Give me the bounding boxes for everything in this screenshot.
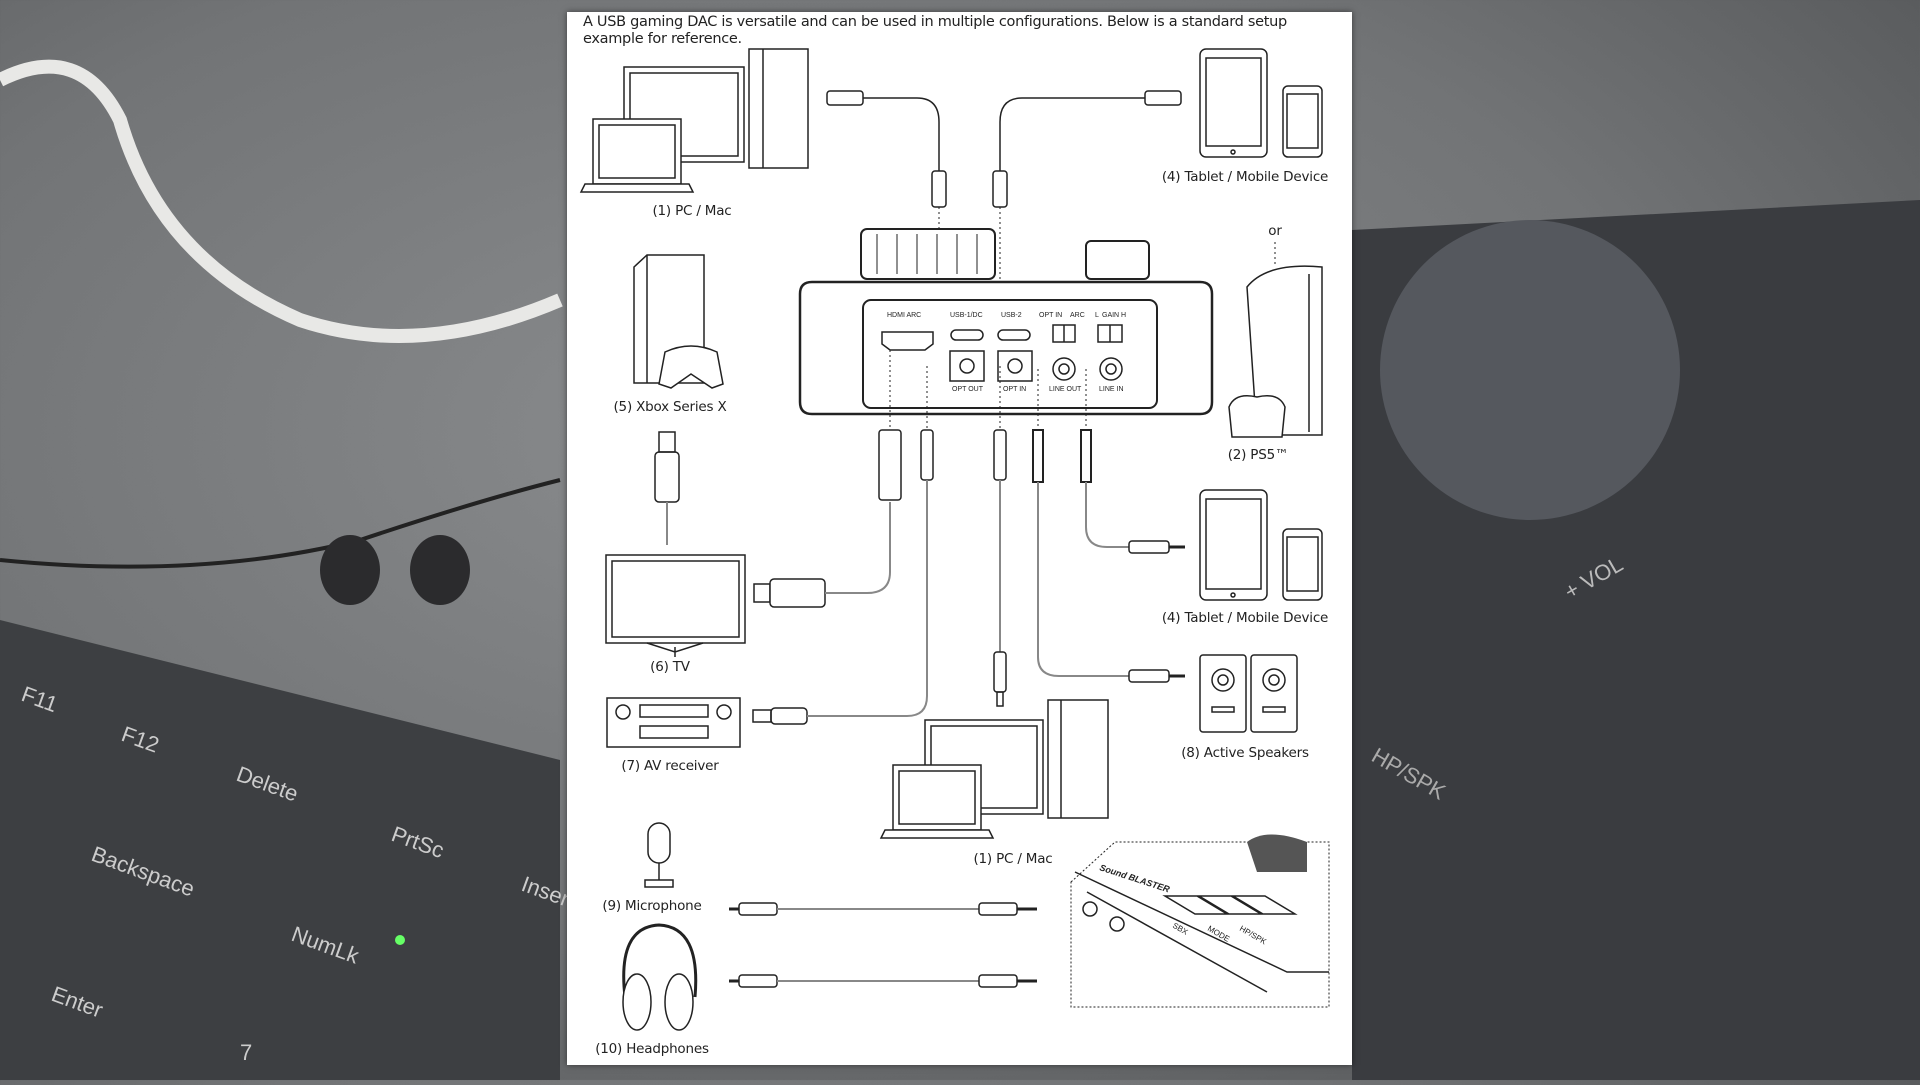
microphone-cable (729, 902, 1037, 916)
tablet-mobile-icon-mid (1199, 489, 1323, 601)
connection-diagram: HDMI ARC USB-1/DC USB-2 OPT IN ARC L GAI… (579, 48, 1330, 1031)
port-label-opt-out: OPT OUT (952, 386, 984, 393)
line-out-cable (1037, 482, 1185, 683)
intro-text: A USB gaming DAC is versatile and can be… (583, 14, 1287, 47)
optical-cable-pc (993, 480, 1007, 707)
switch-label-gain-h: H (1121, 312, 1126, 319)
port-label-line-out: LINE OUT (1049, 386, 1082, 393)
microphone-icon (644, 822, 674, 888)
label-or: or (1268, 223, 1282, 239)
usb1-port (950, 329, 984, 341)
opt-out-port (949, 350, 985, 382)
switch-label-arc: ARC (1070, 312, 1085, 319)
volume-knob-photo (1380, 220, 1680, 520)
switch-label-opt-in: OPT IN (1039, 312, 1062, 319)
tv-icon (605, 554, 746, 657)
usb-dac-device (798, 228, 1214, 416)
inset-brand-logo: Sound BLASTER (1098, 862, 1171, 894)
headphones-icon (622, 923, 698, 1031)
label-av-receiver: (7) AV receiver (621, 758, 719, 774)
port-label-usb1: USB-1/DC (950, 312, 983, 319)
inset-label-mode: MODE (1206, 924, 1231, 944)
key-7: 7 (240, 1040, 252, 1065)
switch-label-gain: GAIN (1102, 312, 1119, 319)
inset-label-sbx: SBX (1171, 921, 1190, 937)
headphones-cable (729, 974, 1037, 988)
label-tablet-top: (4) Tablet / Mobile Device (1161, 169, 1329, 185)
label-active-speakers: (8) Active Speakers (1181, 745, 1309, 761)
line-in-cable (1085, 482, 1185, 554)
label-ps5: (2) PS5™ (1227, 447, 1289, 463)
ps5-icon (1228, 265, 1323, 438)
switch-label-gain-l: L (1095, 312, 1099, 319)
port-guide-lines (889, 350, 1087, 430)
optical-plug-out (920, 429, 934, 481)
label-pc-mac-bottom: (1) PC / Mac (973, 851, 1053, 867)
usb2-port (997, 329, 1031, 341)
label-pc-mac-top: (1) PC / Mac (652, 203, 732, 219)
keyboard (0, 620, 560, 1080)
document-page: A USB gaming DAC is versatile and can be… (567, 12, 1352, 1065)
label-microphone: (9) Microphone (602, 898, 702, 914)
port-label-usb2: USB-2 (1001, 312, 1022, 319)
numlock-led (395, 935, 405, 945)
optical-plug-in (993, 429, 1007, 481)
jack-line-out (1032, 429, 1044, 483)
av-receiver-icon (606, 697, 741, 748)
port-label-hdmi-arc: HDMI ARC (887, 312, 921, 319)
white-cable (0, 59, 563, 343)
label-xbox: (5) Xbox Series X (613, 399, 727, 415)
inset-label-hp-spk: HP/SPK (1238, 924, 1268, 947)
hdmi-plug (878, 429, 902, 501)
earbud-right (410, 535, 470, 605)
opt-in-port (997, 350, 1033, 382)
port-label-line-in: LINE IN (1099, 386, 1124, 393)
optical-cable-av (752, 480, 928, 725)
dac-front-inset: Sound BLASTER SBX MODE HP/SPK (1070, 834, 1330, 1008)
line-in-port (1099, 357, 1123, 381)
line-out-port (1052, 357, 1076, 381)
xbox-series-x-icon (633, 254, 724, 389)
hdmi-arc-port (881, 331, 934, 351)
jack-line-in (1080, 429, 1092, 483)
pc-mac-icon-top (579, 48, 809, 193)
port-label-opt-in: OPT IN (1003, 386, 1026, 393)
active-speakers-icon (1199, 654, 1298, 733)
hdmi-cable-xbox (654, 431, 680, 545)
earbud-left (320, 535, 380, 605)
usb-cable-right (992, 90, 1182, 330)
hdmi-cable-tv (753, 502, 891, 608)
label-headphones: (10) Headphones (595, 1041, 709, 1057)
label-tablet-mid: (4) Tablet / Mobile Device (1161, 610, 1329, 626)
label-tv: (6) TV (650, 659, 690, 675)
earphone-cable (0, 478, 561, 569)
tablet-mobile-icon-top (1199, 48, 1323, 158)
pc-mac-icon-bottom (879, 699, 1109, 839)
